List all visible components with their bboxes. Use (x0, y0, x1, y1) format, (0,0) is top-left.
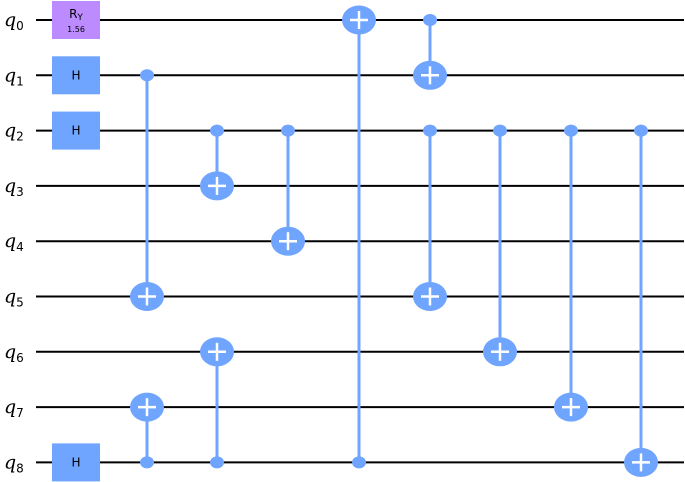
control-dot-icon (493, 124, 507, 137)
ry-gate-q0: RY 1.56 (52, 1, 100, 39)
cnot-gate-c2-t8 (624, 124, 658, 477)
h-gate-q8: H (52, 443, 100, 482)
control-dot-icon (281, 124, 295, 137)
gate-label: RY (69, 7, 83, 23)
control-dot-icon (140, 69, 154, 82)
control-dot-icon (352, 456, 366, 469)
qubit-label-5: q5 (4, 286, 24, 310)
cnot-gate-c0-t1 (413, 14, 447, 90)
qubit-label-8: q8 (4, 451, 24, 475)
qubit-label-7: q7 (4, 396, 24, 420)
h-gate-q2: H (52, 111, 100, 150)
control-dot-icon (210, 124, 224, 137)
qubit-label-2: q2 (4, 120, 24, 144)
gate-label: H (71, 124, 80, 138)
control-dot-icon (634, 124, 648, 137)
cnot-gate-c8-t7 (130, 392, 164, 469)
qubit-label-0: q0 (4, 9, 24, 33)
control-dot-icon (140, 456, 154, 469)
cnot-gate-c2-t3 (200, 124, 234, 201)
h-gate-q1: H (52, 56, 100, 95)
cnot-gate-c2-t6 (483, 124, 517, 367)
cnot-gate-c8-t6 (200, 337, 234, 469)
qubit-label-6: q6 (4, 341, 24, 365)
cnot-gate-c2-t7 (554, 124, 588, 422)
gate-label: H (71, 68, 80, 82)
cnot-gate-c2-t5 (413, 124, 447, 311)
control-dot-icon (423, 124, 437, 137)
control-dot-icon (564, 124, 578, 137)
qubit-label-1: q1 (4, 64, 24, 88)
control-dot-icon (423, 14, 437, 26)
cnot-gate-c2-t4 (271, 124, 305, 256)
cnot-gate-c8-t0 (342, 5, 376, 469)
qubit-label-4: q4 (4, 230, 24, 254)
gate-label: H (71, 455, 80, 469)
gate-param: 1.56 (67, 25, 85, 34)
qubit-label-3: q3 (4, 175, 24, 199)
control-dot-icon (210, 456, 224, 469)
cnot-gate-c1-t5 (130, 69, 164, 311)
